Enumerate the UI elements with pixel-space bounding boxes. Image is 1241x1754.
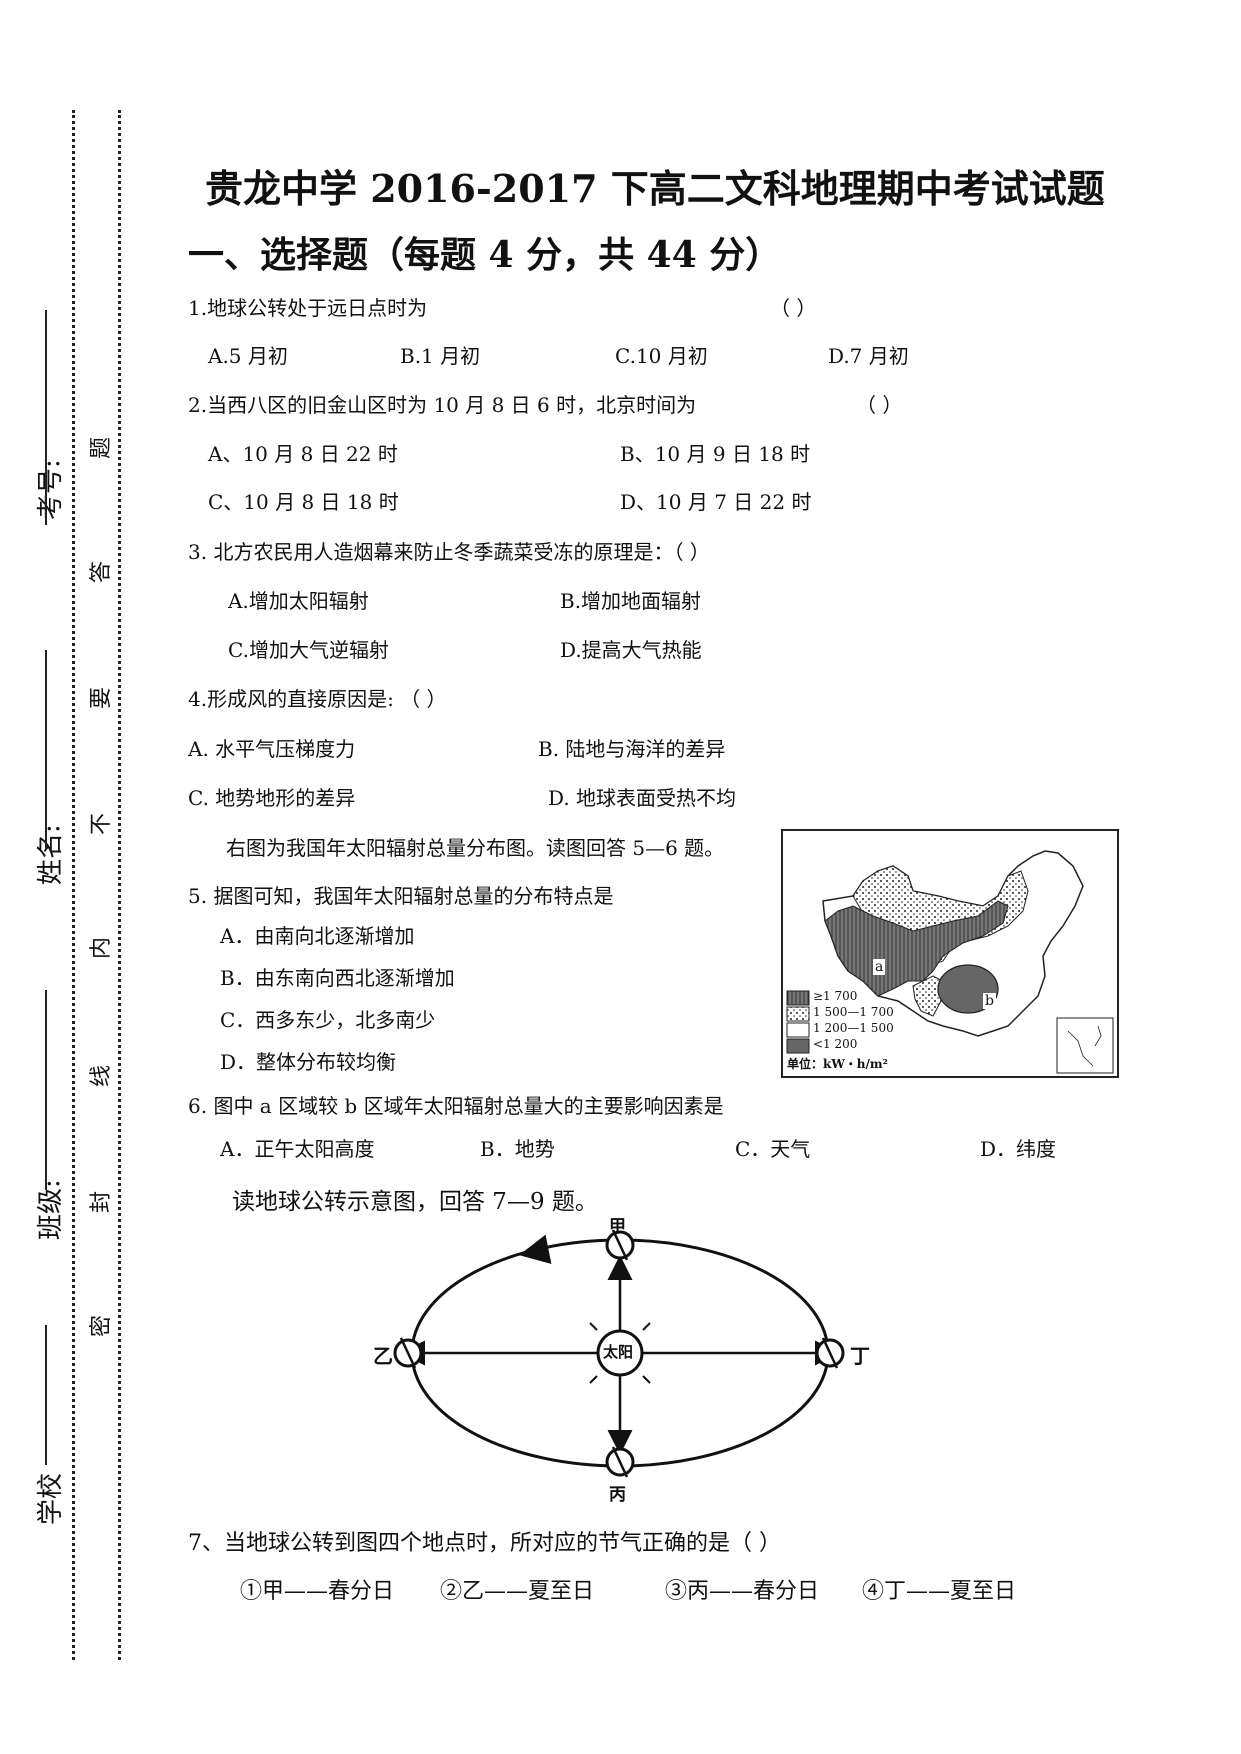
question-3-option-a[interactable]: A.增加太阳辐射 xyxy=(228,589,369,613)
question-2-option-a[interactable]: A、10 月 8 日 22 时 xyxy=(208,442,398,466)
field-school-label: 学校 xyxy=(36,1472,66,1525)
solar-radiation-map: a b ≥1 700 1 500—1 700 1 200—1 500 <1 20… xyxy=(781,829,1119,1078)
question-6-option-c[interactable]: C．天气 xyxy=(735,1137,811,1161)
orbit-position-ding: 丁 xyxy=(850,1344,870,1368)
orbit-position-jia: 甲 xyxy=(609,1217,626,1237)
question-2-option-d[interactable]: D、10 月 7 日 22 时 xyxy=(620,490,812,514)
question-1-blank[interactable]: （ ） xyxy=(770,296,817,320)
orbit-position-yi: 乙 xyxy=(373,1344,393,1368)
orbit-sun-label: 太阳 xyxy=(603,1343,634,1361)
field-name-label: 姓名: xyxy=(36,824,66,885)
school-blank[interactable] xyxy=(45,1325,47,1465)
field-school: 学校 xyxy=(30,1473,67,1525)
field-class: 班级: xyxy=(30,1179,67,1240)
question-2-option-b[interactable]: B、10 月 9 日 18 时 xyxy=(620,442,811,466)
question-7-statement-1: ①甲——春分日 xyxy=(240,1579,395,1604)
question-6-stem: 6. 图中 a 区域较 b 区域年太阳辐射总量大的主要影响因素是 xyxy=(188,1094,724,1118)
china-map-graphic xyxy=(786,850,1114,1074)
seal-char: 封 xyxy=(89,1190,115,1214)
question-5-option-a[interactable]: A．由南向北逐渐增加 xyxy=(220,924,415,948)
page-title: 贵龙中学 2016-2017 下高二文科地理期中考试试题 xyxy=(205,166,1105,211)
map-label-b: b xyxy=(983,993,996,1009)
question-5-option-c[interactable]: C．西多东少，北多南少 xyxy=(220,1008,436,1032)
orbit-graphic xyxy=(393,1229,845,1478)
question-2-option-c[interactable]: C、10 月 8 日 18 时 xyxy=(208,490,399,514)
question-2-stem: 2.当西八区的旧金山区时为 10 月 8 日 6 时，北京时间为 xyxy=(188,393,697,417)
exam-number-blank[interactable] xyxy=(45,310,47,525)
field-class-label: 班级: xyxy=(36,1179,66,1240)
question-1-option-c[interactable]: C.10 月初 xyxy=(615,344,708,368)
question-3-stem: 3. 北方农民用人造烟幕来防止冬季蔬菜受冻的原理是：（ ） xyxy=(188,540,710,564)
question-7-statement-4: ④丁——夏至日 xyxy=(862,1579,1017,1604)
map-legend-1: ≥1 700 xyxy=(813,989,858,1003)
question-1-option-a[interactable]: A.5 月初 xyxy=(208,344,288,368)
map-legend-2: 1 500—1 700 xyxy=(813,1005,894,1019)
question-7-statement-2: ②乙——夏至日 xyxy=(440,1579,595,1604)
map-legend-4: <1 200 xyxy=(813,1037,858,1051)
earth-orbit-diagram: 太阳 甲 乙 丙 丁 xyxy=(365,1217,885,1508)
question-4-option-d[interactable]: D. 地球表面受热不均 xyxy=(548,786,737,810)
margin-dotted-line-outer xyxy=(72,110,75,1660)
seal-char: 线 xyxy=(89,1064,115,1088)
map-label-a: a xyxy=(873,959,886,975)
question-1-option-b[interactable]: B.1 月初 xyxy=(400,344,481,368)
question-5-stem: 5. 据图可知，我国年太阳辐射总量的分布特点是 xyxy=(188,884,614,908)
map-unit: 单位：kW・h/m² xyxy=(787,1057,888,1071)
question-5-option-d[interactable]: D．整体分布较均衡 xyxy=(220,1050,397,1074)
seal-char: 不 xyxy=(89,812,115,836)
map-legend-3: 1 200—1 500 xyxy=(813,1021,894,1035)
question-6-option-d[interactable]: D．纬度 xyxy=(980,1137,1057,1161)
seal-char: 内 xyxy=(89,936,115,960)
name-blank[interactable] xyxy=(45,650,47,850)
question-4-option-a[interactable]: A. 水平气压梯度力 xyxy=(188,737,356,761)
question-4-stem: 4.形成风的直接原因是: （ ） xyxy=(188,687,447,711)
question-6-option-a[interactable]: A．正午太阳高度 xyxy=(220,1137,375,1161)
question-7-statement-3: ③丙——春分日 xyxy=(665,1579,820,1604)
question-3-option-c[interactable]: C.增加大气逆辐射 xyxy=(228,638,389,662)
question-3-option-d[interactable]: D.提高大气热能 xyxy=(560,638,702,662)
seal-char: 答 xyxy=(89,560,115,584)
field-exam-number-label: 考号: xyxy=(36,459,66,520)
question-1-option-d[interactable]: D.7 月初 xyxy=(828,344,909,368)
class-blank[interactable] xyxy=(45,990,47,1190)
orbit-position-bing: 丙 xyxy=(609,1485,626,1505)
seal-char: 要 xyxy=(89,686,115,710)
question-4-option-b[interactable]: B. 陆地与海洋的差异 xyxy=(538,737,726,761)
field-name: 姓名: xyxy=(30,824,67,885)
question-5-option-b[interactable]: B．由东南向西北逐渐增加 xyxy=(220,966,455,990)
question-3-option-b[interactable]: B.增加地面辐射 xyxy=(560,589,702,613)
question-2-blank[interactable]: （ ） xyxy=(856,393,903,417)
seal-char: 题 xyxy=(89,436,115,460)
question-1-stem: 1.地球公转处于远日点时为 xyxy=(188,296,428,320)
section-heading: 一、选择题（每题 4 分，共 44 分） xyxy=(188,234,782,276)
field-exam-number: 考号: xyxy=(30,459,67,520)
question-6-option-b[interactable]: B．地势 xyxy=(480,1137,555,1161)
margin-dotted-line-inner xyxy=(118,110,121,1660)
intro-questions-7-9: 读地球公转示意图，回答 7—9 题。 xyxy=(232,1189,598,1215)
intro-questions-5-6: 右图为我国年太阳辐射总量分布图。读图回答 5—6 题。 xyxy=(226,836,725,860)
seal-char: 密 xyxy=(89,1314,115,1338)
question-4-option-c[interactable]: C. 地势地形的差异 xyxy=(188,786,356,810)
question-7-stem: 7、当地球公转到图四个地点时，所对应的节气正确的是（ ） xyxy=(188,1531,781,1556)
